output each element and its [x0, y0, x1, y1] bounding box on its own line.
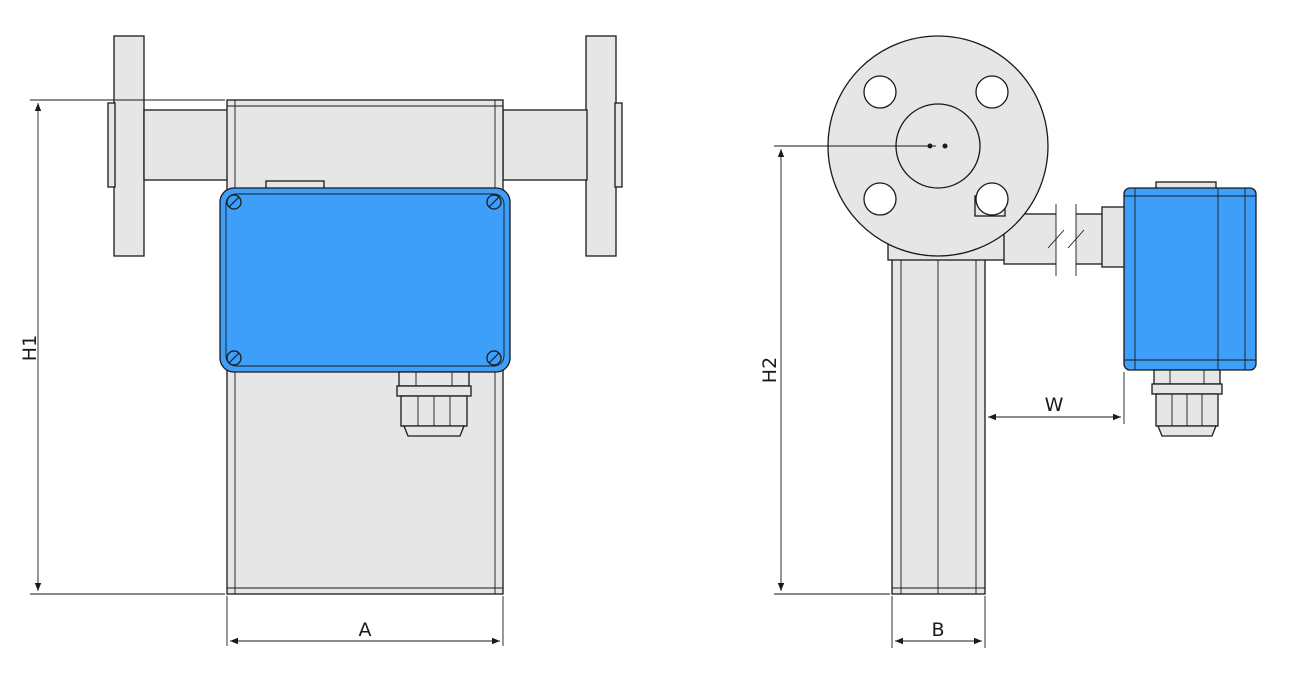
- dimension-b: B: [891, 596, 986, 648]
- screw-icon: [486, 194, 502, 210]
- dimension-h1: H1: [19, 99, 225, 595]
- dimension-label-b: B: [931, 619, 944, 641]
- junction-box: [219, 187, 511, 373]
- dimension-h2: H2: [759, 145, 936, 595]
- dimension-w: W: [988, 372, 1125, 424]
- screw-icon: [226, 194, 242, 210]
- left-flange: [107, 35, 229, 257]
- screw-icon: [226, 350, 242, 366]
- side-junction-box: [1123, 181, 1257, 371]
- dimension-label-a: A: [359, 619, 372, 641]
- right-flange: [502, 35, 623, 257]
- dimension-label-w: W: [1045, 394, 1064, 416]
- cable-gland: [396, 371, 472, 437]
- dimension-a: A: [226, 596, 504, 646]
- screw-icon: [486, 350, 502, 366]
- dimension-label-h1: H1: [19, 335, 41, 361]
- front-view: H1 A: [19, 35, 623, 646]
- flange-face: [827, 35, 1049, 257]
- side-cable-gland: [1151, 369, 1223, 437]
- dimension-label-h2: H2: [759, 357, 781, 383]
- extension-tube: [1003, 204, 1127, 276]
- side-body: [891, 247, 986, 595]
- side-view: H2 W B: [759, 35, 1257, 648]
